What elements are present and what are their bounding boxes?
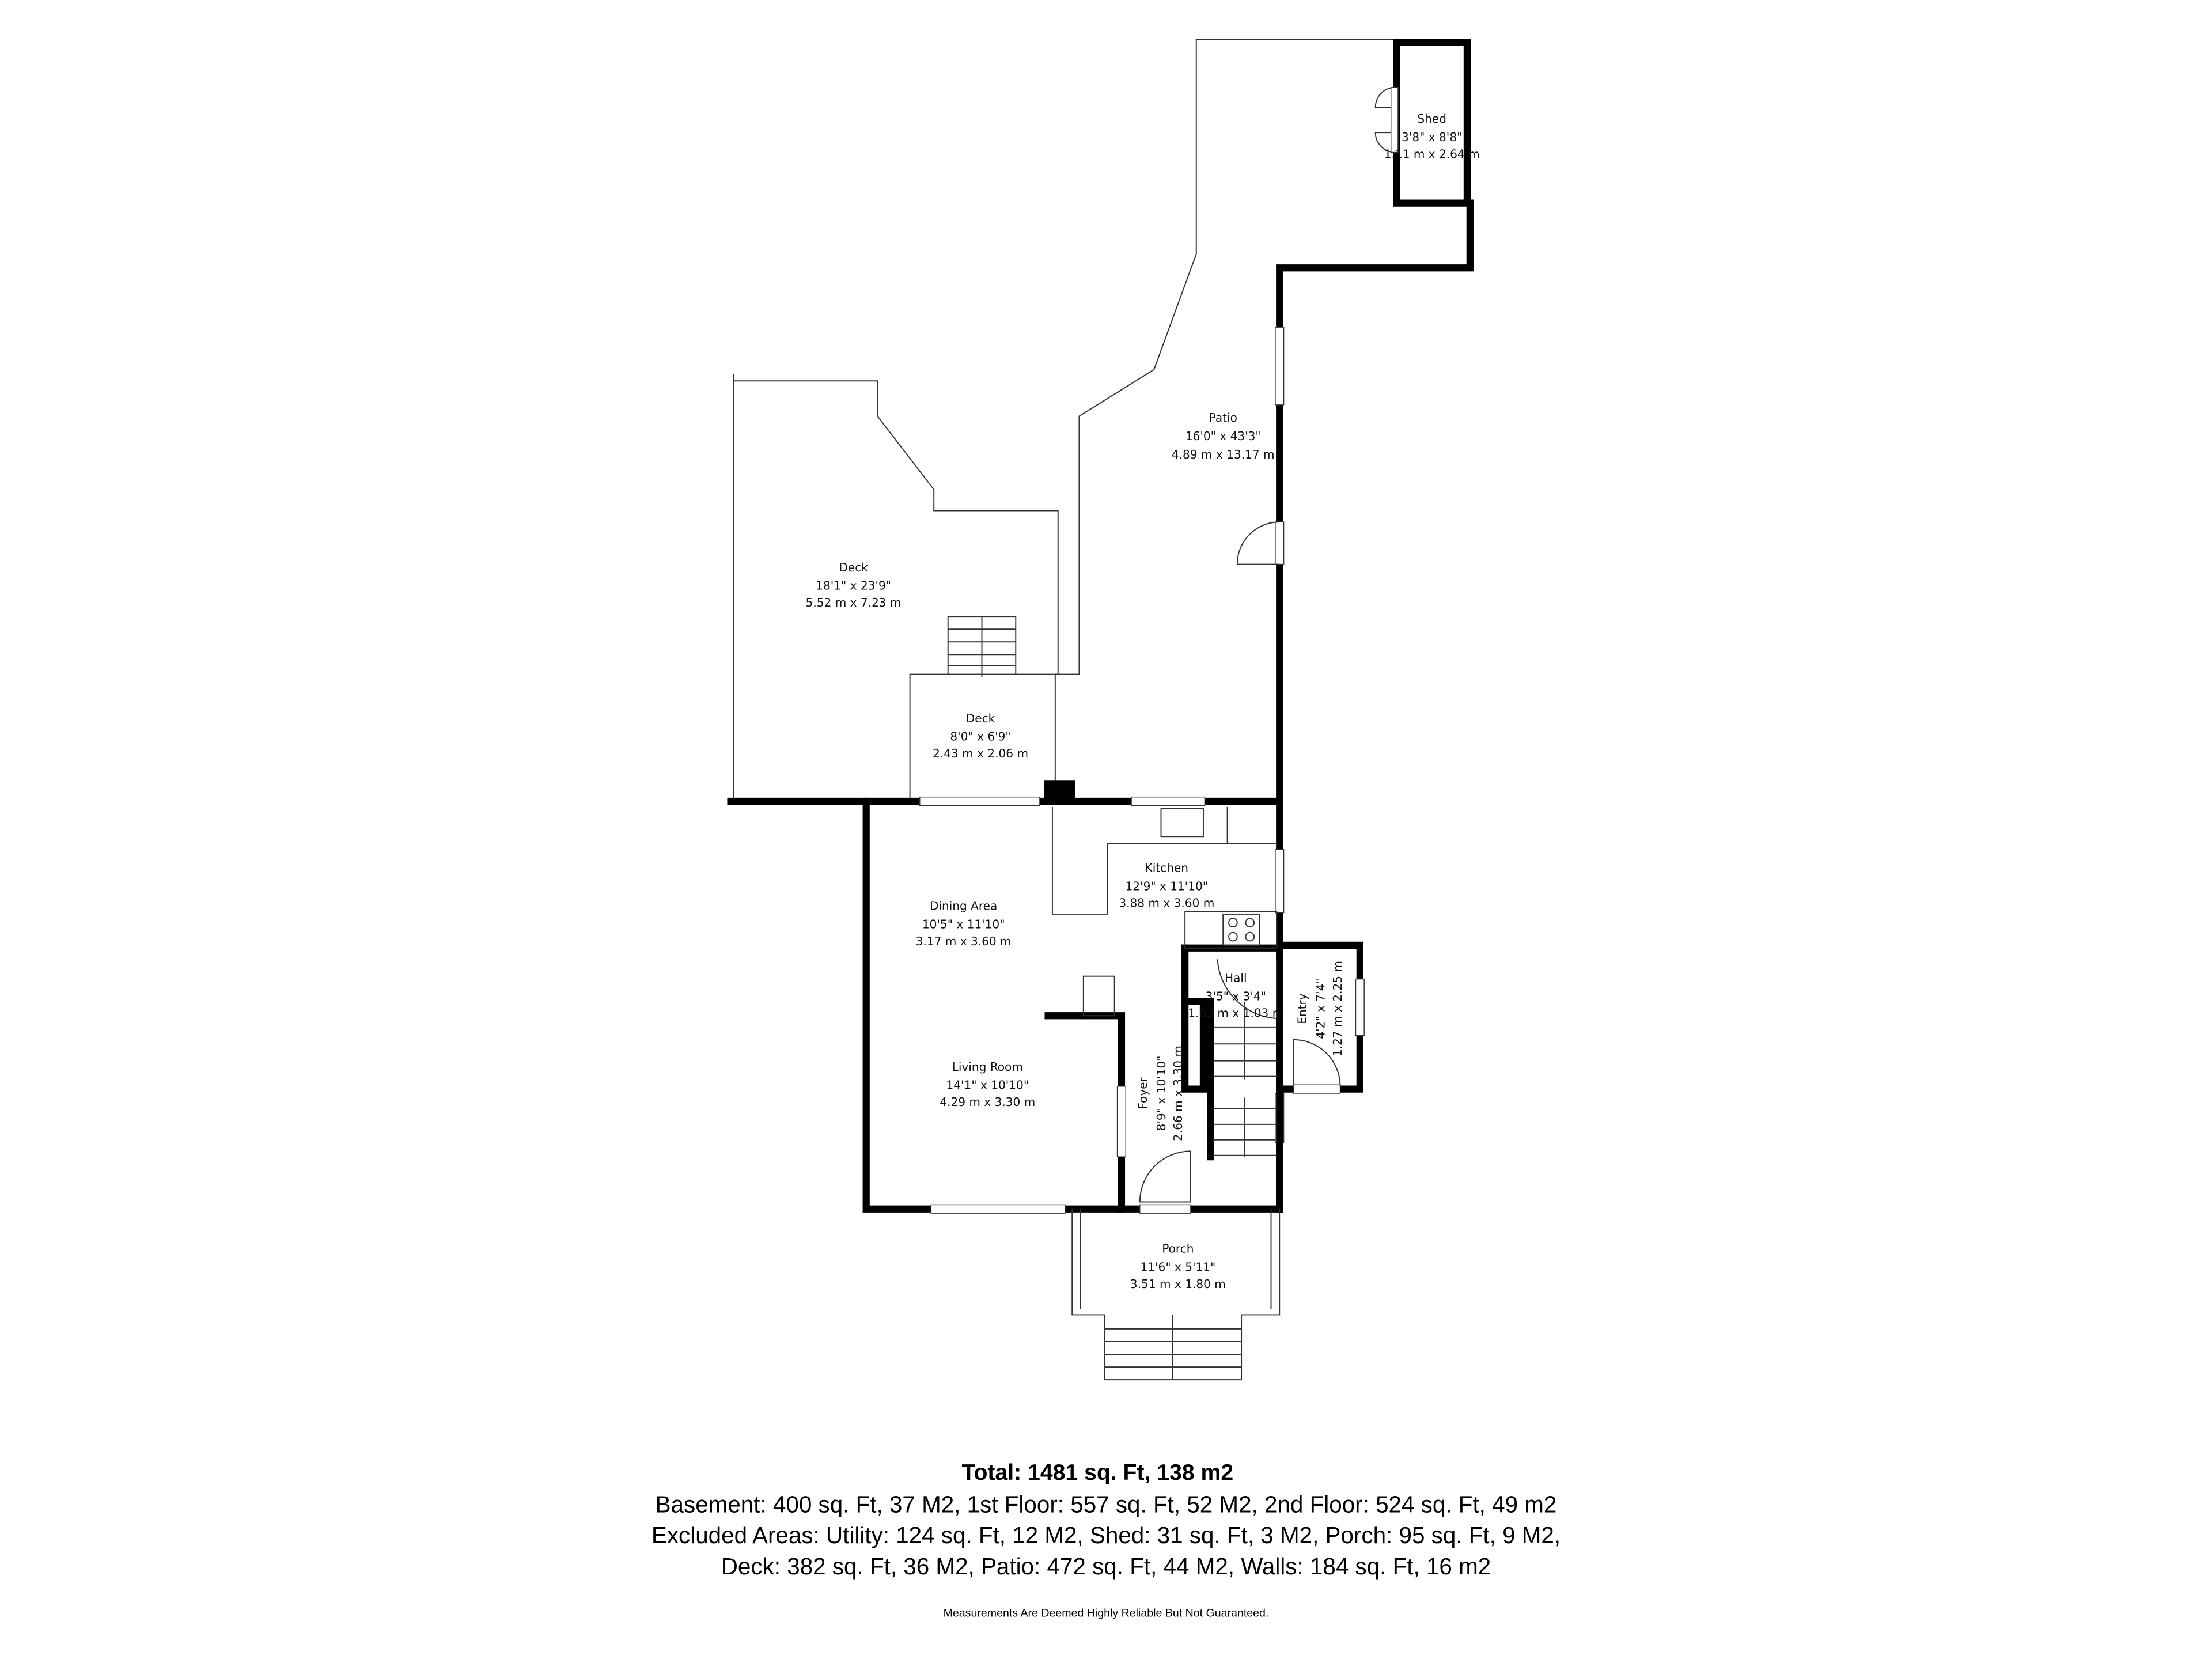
kitchen-counter — [1051, 806, 1278, 949]
room-label-foyer: Foyer 8'9" x 10'10" 2.66 m x 3.30 m — [1136, 1046, 1185, 1141]
patio-outline — [1055, 39, 1394, 675]
svg-text:Living Room: Living Room — [952, 1060, 1023, 1074]
room-label-kitchen: Kitchen 12'9" x 11'10" 3.88 m x 3.60 m — [1119, 861, 1214, 910]
svg-text:Dining Area: Dining Area — [930, 899, 997, 913]
porch-outline — [1071, 1209, 1281, 1381]
sliding-door — [919, 796, 1040, 806]
room-label-patio: Patio 16'0" x 43'3" 4.89 m x 13.17 m — [1172, 411, 1275, 461]
chimney — [1044, 780, 1075, 804]
svg-text:12'9" x 11'10": 12'9" x 11'10" — [1126, 879, 1209, 893]
svg-text:8'9" x 10'10": 8'9" x 10'10" — [1154, 1056, 1168, 1131]
porch-stairs — [1080, 1209, 1272, 1380]
west-wall — [862, 797, 1283, 1213]
fireplace — [1082, 975, 1115, 1017]
room-label-deck: Deck 18'1" x 23'9" 5.52 m x 7.23 m — [806, 560, 902, 609]
stove-icon — [1222, 913, 1260, 946]
svg-text:4'2" x 7'4": 4'2" x 7'4" — [1314, 978, 1328, 1039]
room-label-living-room: Living Room 14'1" x 10'10" 4.29 m x 3.30… — [940, 1060, 1035, 1109]
svg-text:1.27 m x 2.25 m: 1.27 m x 2.25 m — [1331, 961, 1344, 1056]
room-label-small-deck: Deck 8'0" x 6'9" 2.43 m x 2.06 m — [933, 711, 1028, 760]
disclaimer: Measurements Are Deemed Highly Reliable … — [944, 1607, 1269, 1620]
svg-text:2.66 m x 3.30 m: 2.66 m x 3.30 m — [1171, 1046, 1185, 1141]
shed-door — [1374, 86, 1399, 153]
room-label-dining-area: Dining Area 10'5" x 11'10" 3.17 m x 3.60… — [916, 899, 1012, 948]
svg-text:5.52 m x 7.23 m: 5.52 m x 7.23 m — [806, 596, 902, 609]
room-label-porch: Porch 11'6" x 5'11" 3.51 m x 1.80 m — [1130, 1242, 1226, 1291]
front-door — [1139, 1204, 1191, 1214]
deck-stairs — [947, 616, 1017, 677]
svg-text:Shed: Shed — [1417, 112, 1446, 126]
svg-text:3'8" x 8'8": 3'8" x 8'8" — [1402, 130, 1462, 144]
entry-door — [1293, 1084, 1341, 1094]
window — [1275, 849, 1285, 914]
svg-text:4.89 m x 13.17 m: 4.89 m x 13.17 m — [1172, 448, 1275, 461]
svg-text:Deck: Deck — [966, 711, 995, 725]
patio-door — [1236, 521, 1285, 565]
svg-text:3'5" x 3'4": 3'5" x 3'4" — [1206, 989, 1266, 1003]
living-wall — [1044, 1012, 1126, 1213]
hall-door-swing — [1217, 959, 1278, 1020]
svg-text:3.51 m x 1.80 m: 3.51 m x 1.80 m — [1130, 1277, 1226, 1291]
deck-outline-top — [733, 380, 1059, 675]
patio-wall — [1276, 199, 1474, 805]
window — [1275, 327, 1285, 406]
svg-text:10'5" x 11'10": 10'5" x 11'10" — [922, 917, 1005, 931]
entry-door-swing — [1293, 1039, 1341, 1086]
window — [1131, 796, 1206, 806]
room-label-hall: Hall 3'5" x 3'4" 1.03 m x 1.03 m — [1188, 971, 1283, 1020]
svg-text:Hall: Hall — [1225, 971, 1247, 984]
svg-text:Porch: Porch — [1162, 1242, 1194, 1256]
svg-text:1.11 m x 2.64 m: 1.11 m x 2.64 m — [1384, 147, 1480, 161]
stair-wall — [1181, 944, 1207, 1093]
window — [1355, 978, 1365, 1036]
room-label-shed: Shed 3'8" x 8'8" 1.11 m x 2.64 m — [1384, 112, 1480, 161]
floor-areas: Basement: 400 sq. Ft, 37 M2, 1st Floor: … — [656, 1491, 1557, 1517]
window — [930, 1204, 1066, 1214]
svg-text:Entry: Entry — [1296, 993, 1309, 1024]
svg-text:Kitchen: Kitchen — [1145, 861, 1188, 874]
svg-text:16'0" x 43'3": 16'0" x 43'3" — [1185, 429, 1261, 443]
svg-text:2.43 m x 2.06 m: 2.43 m x 2.06 m — [933, 747, 1028, 760]
interior-stairs — [1213, 1001, 1277, 1157]
excluded-areas: Excluded Areas: Utility: 124 sq. Ft, 12 … — [652, 1522, 1560, 1548]
svg-text:8'0" x 6'9": 8'0" x 6'9" — [950, 730, 1010, 744]
svg-text:Patio: Patio — [1209, 411, 1237, 425]
svg-text:Foyer: Foyer — [1136, 1077, 1150, 1109]
small-deck-outline — [909, 673, 1056, 802]
opening — [1116, 1085, 1127, 1157]
svg-text:1.03 m x 1.03 m: 1.03 m x 1.03 m — [1188, 1006, 1283, 1020]
svg-text:4.29 m x 3.30 m: 4.29 m x 3.30 m — [940, 1095, 1035, 1109]
room-label-entry: Entry 4'2" x 7'4" 1.27 m x 2.25 m — [1296, 961, 1344, 1056]
svg-text:14'1" x 10'10": 14'1" x 10'10" — [946, 1078, 1029, 1092]
foyer-door-swing — [1139, 1150, 1191, 1203]
svg-text:3.88 m x 3.60 m: 3.88 m x 3.60 m — [1119, 896, 1214, 910]
excluded-areas-cont: Deck: 382 sq. Ft, 36 M2, Patio: 472 sq. … — [721, 1553, 1491, 1580]
svg-text:18'1" x 23'9": 18'1" x 23'9" — [816, 579, 891, 593]
svg-text:Deck: Deck — [839, 560, 868, 574]
svg-text:3.17 m x 3.60 m: 3.17 m x 3.60 m — [916, 934, 1012, 948]
total-area: Total: 1481 sq. Ft, 138 m2 — [961, 1460, 1233, 1485]
svg-text:11'6" x 5'11": 11'6" x 5'11" — [1140, 1260, 1215, 1274]
sink-icon — [1160, 808, 1204, 838]
